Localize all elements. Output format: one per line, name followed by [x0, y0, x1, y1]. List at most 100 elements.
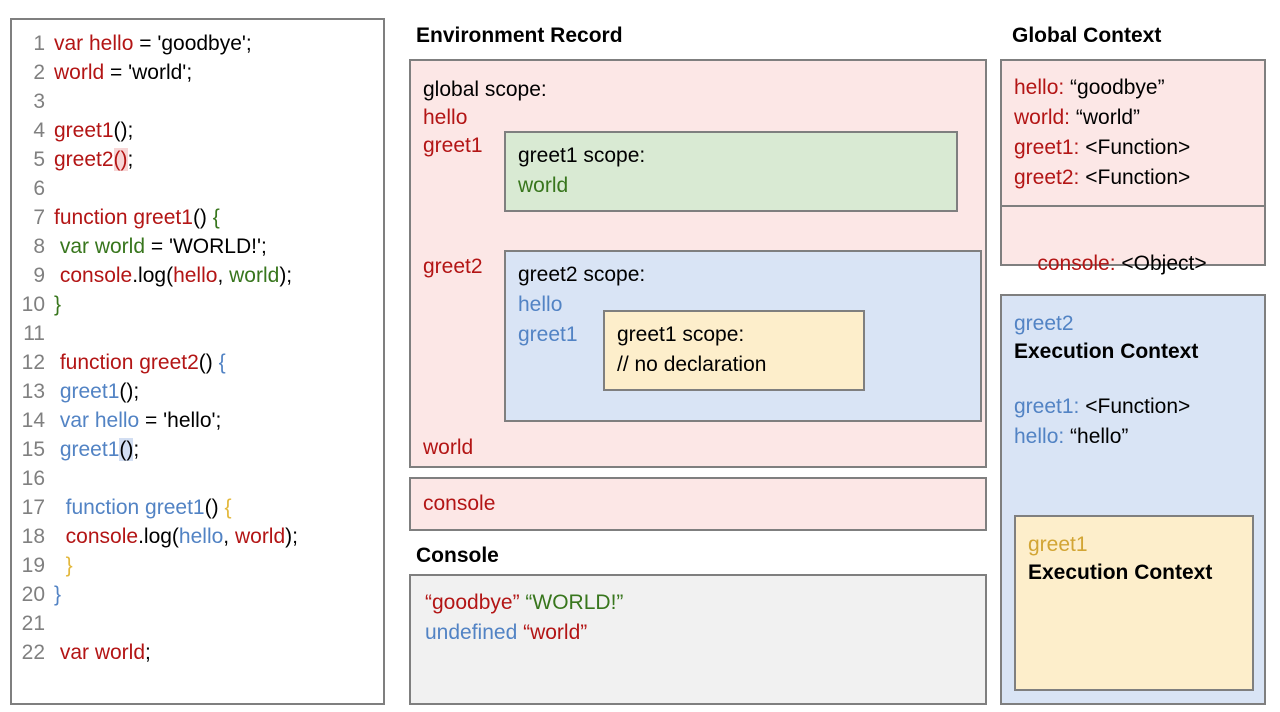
greet2-scope-var-hello: hello — [518, 293, 563, 316]
greet1-execution-context-name: greet1 — [1028, 533, 1088, 556]
code-token: { — [218, 351, 226, 374]
code-token: = 'goodbye'; — [133, 32, 252, 55]
code-line-text: var hello = 'goodbye'; — [54, 32, 377, 56]
console-output-box[interactable]: “goodbye” “WORLD!”undefined “world” — [409, 574, 987, 705]
code-line-text: greet1(); — [54, 119, 377, 143]
code-line: 19 } — [18, 554, 377, 583]
greet2-execution-context-heading: Execution Context — [1014, 340, 1199, 363]
code-line-text: function greet2() { — [54, 351, 377, 375]
greet2-execution-context-entry: hello: “hello” — [1014, 422, 1264, 452]
code-line-number: 20 — [21, 583, 45, 606]
code-line-number: 19 — [21, 554, 45, 577]
code-line-text: var world = 'WORLD!'; — [54, 235, 377, 259]
code-line-text: var world; — [54, 641, 377, 665]
code-token: world — [54, 61, 105, 84]
global-scope-var-world: world — [423, 436, 474, 459]
code-line-number: 7 — [33, 206, 45, 229]
code-token: ); — [285, 525, 298, 548]
code-token: () — [119, 438, 134, 461]
code-token: .log( — [132, 264, 174, 287]
code-token: var hello — [54, 32, 134, 55]
environment-record-console-box: console — [409, 477, 987, 531]
code-token: } — [54, 554, 73, 577]
global-context-value: “world” — [1070, 106, 1141, 129]
global-context-entries: hello: “goodbye”world: “world”greet1: <F… — [1002, 61, 1264, 193]
code-token: world — [229, 264, 280, 287]
code-token: greet2 — [54, 148, 114, 171]
code-line-number: 9 — [33, 264, 45, 287]
code-line-number: 14 — [21, 409, 45, 432]
code-token: = 'hello'; — [139, 409, 222, 432]
code-line-text: function greet1() { — [54, 206, 377, 230]
code-token: (); — [119, 380, 140, 403]
code-token: function greet1 — [54, 496, 205, 519]
code-token: } — [54, 293, 62, 316]
code-token: var hello — [54, 409, 140, 432]
greet1-scope-var-world: world — [518, 174, 569, 197]
code-token: () — [204, 496, 225, 519]
code-line-number: 22 — [21, 641, 45, 664]
greet2-execution-context-key: hello: — [1014, 425, 1065, 448]
code-line-text: console.log(hello, world); — [54, 525, 377, 549]
code-token: () — [113, 148, 128, 171]
code-line-number: 10 — [21, 293, 45, 316]
greet2-execution-context-key: greet1: — [1014, 395, 1080, 418]
code-token: ; — [145, 641, 151, 664]
global-scope-var-greet2: greet2 — [423, 255, 483, 278]
code-line: 11 — [18, 322, 377, 351]
code-line-number: 18 — [21, 525, 45, 548]
global-context-title: Global Context — [1012, 24, 1162, 47]
greet2-scope-box: greet2 scope: hello greet1 greet1 scope:… — [504, 250, 982, 422]
code-line: 22 var world; — [18, 641, 377, 670]
code-line: 16 — [18, 467, 377, 496]
global-context-value: “goodbye” — [1064, 76, 1165, 99]
code-line-text: } — [54, 583, 377, 607]
console-token: undefined — [425, 621, 524, 644]
code-line-number: 11 — [23, 322, 45, 345]
console-token: “WORLD!” — [525, 591, 624, 614]
code-line: 9 console.log(hello, world); — [18, 264, 377, 293]
console-line: “goodbye” “WORLD!” — [425, 588, 985, 618]
code-line-number: 4 — [33, 119, 45, 142]
code-token: console — [54, 264, 133, 287]
code-token: , — [217, 264, 230, 287]
greet1-inner-scope-comment: // no declaration — [617, 353, 767, 376]
code-line: 13 greet1(); — [18, 380, 377, 409]
console-token: “goodbye” — [425, 591, 526, 614]
code-line-number: 6 — [33, 177, 45, 200]
global-context-box: hello: “goodbye”world: “world”greet1: <F… — [1000, 59, 1266, 275]
global-context-console-value: <Object> — [1115, 252, 1207, 275]
global-context-divider — [1002, 205, 1264, 207]
code-token: var world — [54, 641, 146, 664]
greet1-inner-scope-box: greet1 scope: // no declaration — [603, 310, 865, 391]
code-token: { — [224, 496, 232, 519]
code-line-number: 15 — [21, 438, 45, 461]
code-token: world — [234, 525, 286, 548]
code-token: greet1 — [54, 119, 114, 142]
greet1-execution-context-heading: Execution Context — [1028, 561, 1213, 584]
code-line-text: } — [54, 293, 377, 317]
code-token: = 'WORLD!'; — [145, 235, 267, 258]
code-line: 4 greet1(); — [18, 119, 377, 148]
code-token: hello — [178, 525, 224, 548]
code-token: .log( — [138, 525, 179, 548]
code-line-number: 16 — [21, 467, 45, 490]
code-line-text: var hello = 'hello'; — [54, 409, 377, 433]
code-line: 17 function greet1() { — [18, 496, 377, 525]
environment-record-box: global scope: hello greet1 greet2 world … — [409, 59, 987, 468]
greet1-scope-label: greet1 scope: — [518, 144, 646, 167]
code-line: 7 function greet1() { — [18, 206, 377, 235]
code-line-number: 8 — [33, 235, 45, 258]
code-line-text: console.log(hello, world); — [54, 264, 377, 288]
code-line-number: 3 — [33, 90, 45, 113]
global-context-key: greet1: — [1014, 136, 1080, 159]
code-line: 6 — [18, 177, 377, 206]
code-token: = 'world'; — [104, 61, 193, 84]
code-token: () — [198, 351, 219, 374]
code-line-text: greet1(); — [54, 438, 377, 462]
global-context-entry: greet2: <Function> — [1014, 163, 1264, 193]
global-scope-var-hello: hello — [423, 106, 468, 129]
